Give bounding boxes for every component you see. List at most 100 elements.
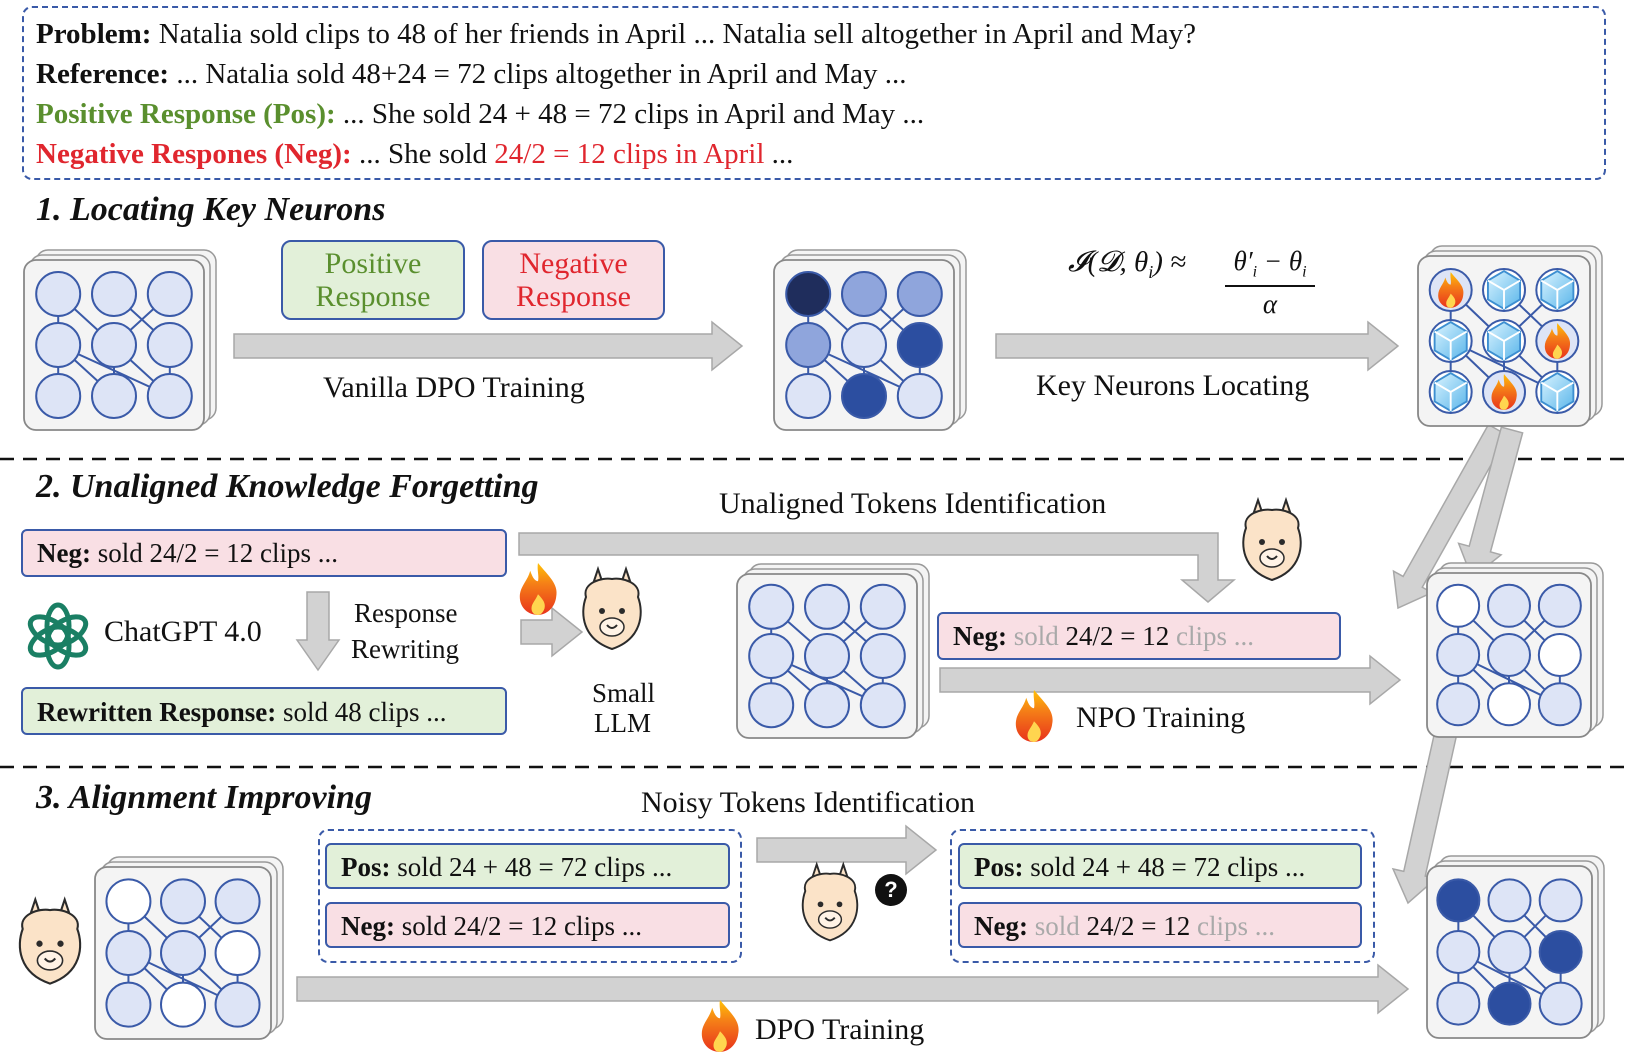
stage3-neg-label: Neg: xyxy=(341,911,395,941)
stage2-neg-box: Neg: sold 24/2 = 12 clips ... xyxy=(21,529,507,577)
pos-text: ... She sold 24 + 48 = 72 clips in April… xyxy=(342,98,925,130)
neuron xyxy=(1487,878,1532,923)
unaligned-tokens-label: Unaligned Tokens Identification xyxy=(719,487,1107,520)
neg-label: Negative Respones (Neg): xyxy=(36,138,352,170)
neuron xyxy=(1537,633,1582,677)
neuron xyxy=(785,373,832,419)
stage2-neg-box-2: Neg: sold 24/2 = 12 clips ... xyxy=(937,612,1341,660)
stage3-right-pair xyxy=(950,829,1375,963)
key-neurons-locating-label: Key Neurons Locating xyxy=(1036,369,1310,402)
icon-layer xyxy=(18,270,1575,1052)
neuron xyxy=(859,682,906,729)
neuron xyxy=(1436,583,1481,628)
stage3-neg-box-2: Neg: sold 24/2 = 12 clips ... xyxy=(958,902,1362,948)
neuron xyxy=(1487,633,1531,677)
neuron xyxy=(91,271,137,317)
neuron xyxy=(1537,682,1582,727)
stage2-neg2-gray1: sold xyxy=(1013,621,1059,651)
small-llm-2: LLM xyxy=(594,708,651,738)
network-initial xyxy=(23,249,217,431)
stage3-pos-text: sold 24 + 48 = 72 clips ... xyxy=(397,852,673,882)
chatgpt-logo-icon xyxy=(27,602,89,670)
fire-icon xyxy=(1544,323,1571,359)
neg-text-post: ... xyxy=(764,138,794,170)
neg-text-pre: ... She sold xyxy=(358,138,495,170)
fire-icon xyxy=(1015,690,1053,742)
fire-icon xyxy=(1491,374,1517,410)
negative-response-line: Negative Respones (Neg): ... She sold 24… xyxy=(36,140,793,169)
positive-response-line: Positive Response (Pos): ... She sold 24… xyxy=(36,100,924,129)
ice-cube-icon xyxy=(1433,321,1468,361)
reference-label: Reference: xyxy=(36,58,170,90)
arrow-unaligned-tokens xyxy=(518,532,1237,603)
neuron xyxy=(1436,930,1481,974)
arrow-small-llm xyxy=(520,606,584,658)
pos-label: Positive Response (Pos): xyxy=(36,98,336,130)
response-rewriting-1: Response xyxy=(354,598,458,628)
arrow-npo-to-final xyxy=(1391,728,1458,905)
arrow-npo-training xyxy=(939,654,1402,706)
arrow-response-rewriting xyxy=(295,591,341,672)
network-stage3-start xyxy=(94,856,284,1040)
ice-cube-icon xyxy=(1540,372,1575,412)
neuron xyxy=(841,322,887,368)
stage3-left-pair xyxy=(318,829,742,963)
stage3-pos2-text: sold 24 + 48 = 72 clips ... xyxy=(1030,852,1306,882)
alpaca-unaligned-icon xyxy=(1242,496,1302,582)
ice-cube-icon xyxy=(1540,270,1575,310)
neuron xyxy=(105,930,152,976)
neuron xyxy=(804,633,850,679)
network-stage2-small xyxy=(736,563,930,739)
neuron xyxy=(35,322,82,368)
arrow-noisy-tokens xyxy=(756,824,938,876)
stage2-neg-text: sold 24/2 = 12 clips ... xyxy=(97,538,338,568)
neuron xyxy=(804,583,850,630)
neuron xyxy=(146,373,193,419)
problem-label: Problem: xyxy=(36,18,152,50)
neuron xyxy=(896,322,943,368)
neuron xyxy=(1436,981,1481,1026)
neuron xyxy=(1436,633,1481,677)
neuron xyxy=(160,930,206,976)
stage3-neg-box: Neg: sold 24/2 = 12 clips ... xyxy=(325,902,730,948)
stage3-neg2-gray1: sold xyxy=(1034,911,1080,941)
neuron xyxy=(748,583,795,630)
stage3-neg2-label: Neg: xyxy=(974,911,1028,941)
arrow-dpo-training xyxy=(296,963,1410,1015)
ice-cube-icon xyxy=(1486,321,1522,361)
neuron xyxy=(748,682,795,729)
neuron xyxy=(785,271,832,317)
neuron xyxy=(160,878,206,925)
rewritten-response-box: Rewritten Response: sold 48 clips ... xyxy=(21,687,507,735)
neuron xyxy=(859,583,906,630)
stage2-title: 2. Unaligned Knowledge Forgetting xyxy=(36,468,539,505)
neuron xyxy=(1487,981,1532,1026)
positive-response-text: Positive Response xyxy=(315,247,431,313)
stage3-pos-box: Pos: sold 24 + 48 = 72 clips ... xyxy=(325,843,730,889)
network-after-dpo xyxy=(773,249,967,431)
neuron xyxy=(896,373,943,419)
neuron xyxy=(1487,930,1532,974)
stage3-neg-text: sold 24/2 = 12 clips ... xyxy=(401,911,642,941)
ice-cube-icon xyxy=(1486,270,1522,310)
reference-text: ... Natalia sold 48+24 = 72 clips altoge… xyxy=(176,58,907,90)
chatgpt-label: ChatGPT 4.0 xyxy=(104,615,262,648)
neuron xyxy=(91,322,137,368)
stage3-pos-label: Pos: xyxy=(341,852,391,882)
stage2-neg-label: Neg: xyxy=(37,538,91,568)
stage2-neg2-gray2: clips ... xyxy=(1175,621,1254,651)
neuron xyxy=(160,981,206,1028)
small-llm-1: Small xyxy=(592,678,656,708)
arrow-key-neurons-locating xyxy=(995,320,1400,372)
neg-text-red: 24/2 = 12 clips in April xyxy=(494,138,765,170)
fire-icon xyxy=(1438,272,1464,308)
neuron xyxy=(35,271,82,317)
alpaca-stage3-icon xyxy=(18,896,82,985)
neuron xyxy=(804,682,850,729)
neuron xyxy=(841,373,887,419)
neuron xyxy=(1436,682,1481,727)
neuron xyxy=(105,981,152,1028)
neuron xyxy=(105,878,152,925)
stage1-title: 1. Locating Key Neurons xyxy=(36,191,386,228)
